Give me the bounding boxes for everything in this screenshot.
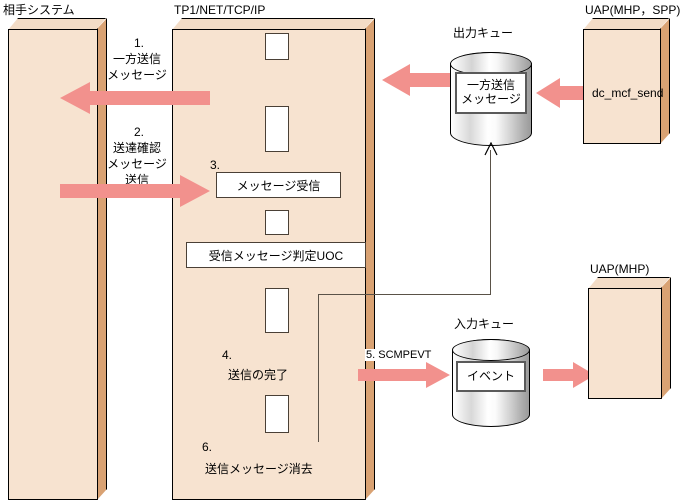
connector-horizontal-to-output-queue bbox=[318, 294, 491, 295]
uap-mhp-spp-box bbox=[583, 18, 679, 144]
uap-mhp-box bbox=[588, 277, 680, 399]
connector-arrowhead-up bbox=[483, 142, 499, 156]
label-tp1-net-tcp-ip: TP1/NET/TCP/IP bbox=[174, 3, 266, 17]
step6-text: 送信メッセージ消去 bbox=[205, 462, 313, 476]
step2-line3: 送信 bbox=[124, 173, 149, 187]
step6-number: 6. bbox=[202, 440, 213, 454]
uap-mhp-spp-box-side bbox=[660, 18, 670, 144]
tp1-box-side bbox=[365, 18, 375, 500]
tp1-slot-5 bbox=[265, 395, 289, 433]
tp1-slot-1 bbox=[265, 33, 289, 60]
tp1-slot-4 bbox=[265, 288, 289, 333]
output-queue-content-line2: メッセージ bbox=[461, 92, 521, 106]
input-queue-content: イベント bbox=[456, 361, 526, 392]
output-queue-content: 一方送信 メッセージ bbox=[455, 72, 527, 114]
arrow-oneway-message-to-partner bbox=[60, 80, 210, 116]
label-input-queue: 入力キュー bbox=[454, 317, 515, 331]
connector-vertical-to-output-queue bbox=[490, 150, 491, 295]
label-partner-system: 相手システム bbox=[3, 3, 75, 17]
tp1-slot-2 bbox=[265, 106, 289, 152]
arrow-queue-to-tp1 bbox=[382, 62, 450, 98]
step1-line2: メッセージ bbox=[107, 68, 167, 82]
output-queue-content-line1: 一方送信 bbox=[466, 78, 515, 93]
step4-text: 送信の完了 bbox=[228, 368, 289, 382]
arrow-ack-message-to-tp1 bbox=[60, 173, 210, 209]
step2-number: 2. bbox=[133, 125, 144, 139]
label-uap-mhp: UAP(MHP) bbox=[590, 262, 650, 276]
label-output-queue: 出力キュー bbox=[453, 26, 514, 40]
arrow-scmpevt-to-input-queue bbox=[358, 360, 450, 390]
step2-line2: メッセージ bbox=[107, 157, 167, 171]
step1-line1: 一方送信 bbox=[112, 52, 161, 66]
arrow-uap-send-to-output-queue bbox=[536, 76, 588, 110]
message-receive-block: メッセージ受信 bbox=[216, 172, 341, 198]
input-queue-content-line1: イベント bbox=[466, 368, 515, 383]
step4-number: 4. bbox=[222, 348, 233, 362]
step3-number: 3. bbox=[210, 158, 221, 172]
arrow-input-queue-to-uap bbox=[543, 360, 595, 390]
uap-mhp-box-side bbox=[661, 277, 671, 399]
api-dc-mcf-send-label: dc_mcf_send bbox=[592, 86, 664, 100]
step1-number: 1. bbox=[133, 36, 144, 50]
step2-line1: 送達確認 bbox=[112, 141, 161, 155]
connector-vertical-inside-tp1 bbox=[318, 294, 319, 442]
uap-mhp-box-face bbox=[588, 288, 662, 399]
uoc-block: 受信メッセージ判定UOC bbox=[186, 242, 366, 268]
input-queue-top bbox=[452, 339, 530, 361]
label-uap-mhp-spp: UAP(MHP，SPP) bbox=[585, 3, 681, 17]
step5-tag: 5. SCMPEVT bbox=[365, 349, 433, 361]
tp1-slot-3 bbox=[265, 210, 289, 235]
